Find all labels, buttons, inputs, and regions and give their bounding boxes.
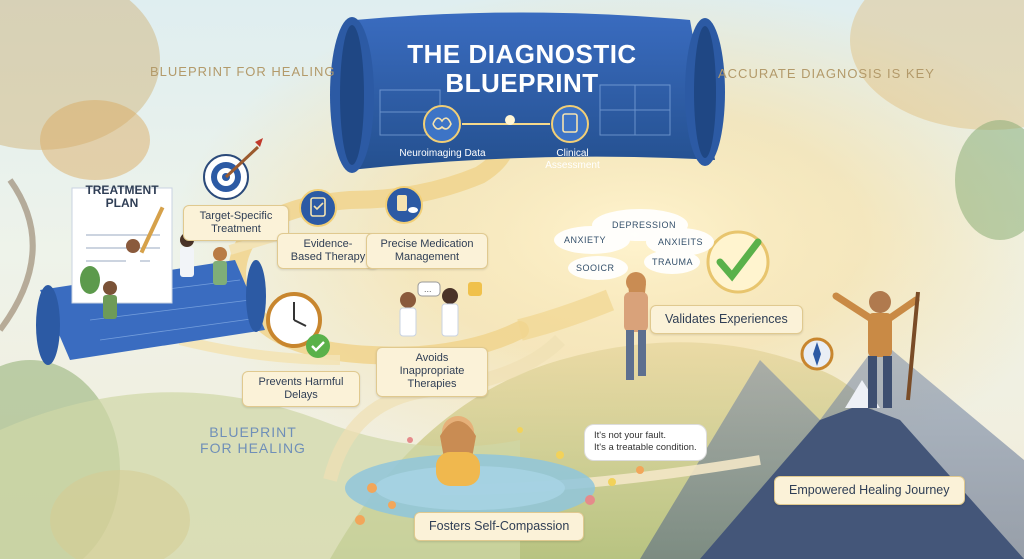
target-icon (203, 138, 263, 200)
clinical-label: Clinical Assessment (545, 148, 600, 171)
brain-icon (423, 105, 461, 143)
thought-1: DEPRESSION (612, 220, 677, 230)
treatment-plan-scene (36, 187, 266, 365)
compass-icon (800, 337, 834, 371)
triumphant-figure (832, 291, 920, 408)
clock-icon (266, 292, 330, 358)
thought-2: ANXIETY (564, 235, 607, 245)
thought-cloud (554, 209, 714, 280)
treatment-plan-title: TREATMENT PLAN (85, 183, 159, 211)
speech-bubble: It's not your fault. It's a treatable co… (584, 424, 707, 461)
thought-5: TRAUMA (652, 257, 693, 267)
speech-line-1: It's not your fault. (594, 430, 667, 441)
thought-4: SOOICR (576, 263, 615, 273)
checkmark-badge-icon (706, 230, 770, 294)
page-title: THE DIAGNOSTIC BLUEPRINT (407, 39, 637, 99)
step-journey: Empowered Healing Journey (774, 476, 965, 505)
medication-icon (385, 186, 423, 224)
neuroimaging-label: Neuroimaging Data (399, 148, 486, 159)
walking-woman (624, 272, 648, 380)
step-validates: Validates Experiences (650, 305, 803, 334)
step-evidence: Evidence-Based Therapy (277, 233, 379, 270)
banner-bottom-left: BLUEPRINT FOR HEALING (200, 424, 306, 456)
banner-right: ACCURATE DIAGNOSIS IS KEY (718, 66, 935, 81)
step-medication: Precise Medication Management (366, 233, 488, 270)
flowers (355, 427, 644, 525)
step-target: Target-Specific Treatment (183, 205, 289, 242)
evidence-icon (299, 189, 337, 227)
step-compassion: Fosters Self-Compassion (414, 512, 585, 541)
pond-scene (345, 416, 595, 522)
doctors-illustration: ... (399, 281, 482, 337)
step-avoids: Avoids Inappropriate Therapies (376, 347, 488, 397)
thought-3: ANXIEITS (658, 237, 704, 247)
banner-left: BLUEPRINT FOR HEALING (150, 64, 336, 79)
blueprint-scroll (330, 12, 725, 173)
svg-text:...: ... (424, 284, 432, 294)
step-delays: Prevents Harmful Delays (242, 371, 360, 408)
speech-line-2: It's a treatable condition. (594, 442, 697, 454)
clipboard-icon (551, 105, 589, 143)
